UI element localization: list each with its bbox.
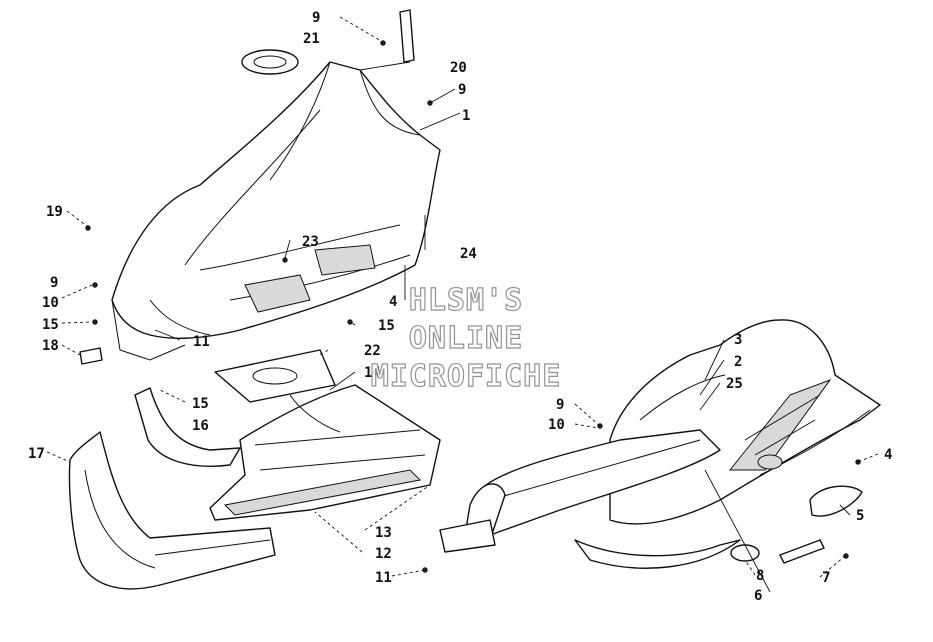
callout-24: 24 [460,246,477,262]
callout-1: 1 [462,108,470,124]
callout-9-right: 9 [556,397,564,413]
leader-lines [46,16,879,593]
callout-3: 3 [734,332,742,348]
callout-14: 14 [364,365,381,381]
callout-20: 20 [450,60,467,76]
callout-4-right: 4 [884,447,892,463]
callout-19: 19 [46,204,63,220]
watermark-line-2: ONLINE [409,321,523,356]
callout-10-right: 10 [548,417,565,433]
callout-7: 7 [822,570,830,586]
watermark-line-3: MICROFICHE [371,359,562,394]
callout-16: 16 [192,418,209,434]
side-rail-part [439,429,741,569]
callout-11-hood: 11 [193,334,210,350]
watermark-line-1: HLSM'S [409,283,523,318]
callout-13: 13 [375,525,392,541]
callout-11-bottom: 11 [375,570,392,586]
side-panel-part [609,319,881,525]
callout-9-left: 9 [50,275,58,291]
callout-9-hood: 9 [458,82,466,98]
callout-9-top: 9 [312,10,320,26]
callout-21: 21 [303,31,320,47]
callouts: 1 2 3 4 4 5 6 7 8 9 9 9 9 10 10 11 11 12… [28,10,892,604]
front-bumper-part [68,431,276,590]
callout-23: 23 [302,234,319,250]
callout-25: 25 [726,376,743,392]
hood-upper-part [79,9,441,365]
callout-15-hood: 15 [378,318,395,334]
callout-6: 6 [754,588,762,604]
callout-2: 2 [734,354,742,370]
callout-5: 5 [856,508,864,524]
callout-4-left: 4 [389,294,397,310]
callout-15-bracket: 15 [192,396,209,412]
callout-17: 17 [28,446,45,462]
gasket-plate-part [214,349,336,403]
callout-8: 8 [756,568,764,584]
belly-pan-part [209,384,441,521]
callout-15-left: 15 [42,317,59,333]
callout-22: 22 [364,343,381,359]
bracket-part [134,387,241,467]
watermark: HLSM'S ONLINE MICROFICHE [370,282,562,394]
callout-12: 12 [375,546,392,562]
callout-18: 18 [42,338,59,354]
callout-10-left: 10 [42,295,59,311]
